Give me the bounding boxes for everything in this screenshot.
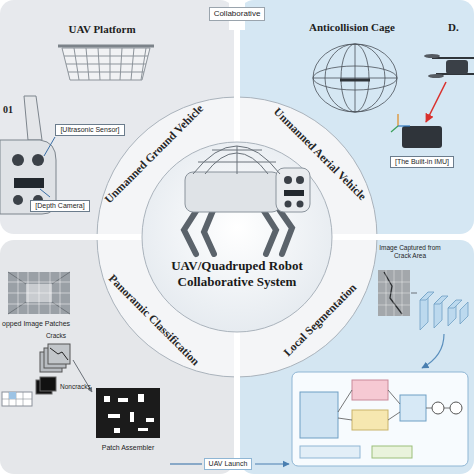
drone-figure <box>424 54 474 122</box>
robot-figure <box>184 146 310 254</box>
sensor-tag: [Ultrasonic Sensor] <box>55 124 124 137</box>
launch-line <box>170 463 202 464</box>
flow-arrow <box>422 334 444 368</box>
sensor-tag: [Depth Camera] <box>30 200 89 213</box>
crack-image <box>378 270 417 316</box>
robot-head-figure <box>0 96 56 214</box>
node-text: UAV/Quadruped Robot Collaborative System <box>162 258 312 289</box>
panel-title: Anticollision Cage <box>309 21 395 34</box>
launch-box: UAV Launch <box>204 458 253 471</box>
launch-arrow <box>255 463 289 464</box>
cage-figure <box>313 44 397 112</box>
network-panel <box>292 372 468 466</box>
node-text: UAV Launch <box>209 460 248 469</box>
panel-title: D. <box>448 21 459 34</box>
node-text: Collaborative <box>214 9 261 19</box>
imu-figure <box>391 114 442 148</box>
sensor-tag: [The Built-in IMU] <box>390 156 454 169</box>
model-name: 01 <box>3 104 13 116</box>
figure-label: Noncracks <box>60 383 91 391</box>
node-text: [The Built-in IMU] <box>395 158 449 167</box>
panel-title: UAV Platform <box>68 23 135 36</box>
tunnel-image <box>8 272 70 314</box>
node-text: [Depth Camera] <box>35 202 84 211</box>
center-circle <box>142 142 332 332</box>
basket-figure <box>58 46 154 80</box>
patch-icons <box>2 344 92 406</box>
figure-label: Cracks <box>46 332 66 340</box>
figure-label: Image Captured from Crack Area <box>379 244 441 260</box>
center-circle: UAV/Quadruped Robot Collaborative System <box>142 142 332 332</box>
figure-label: opped Image Patches <box>2 320 70 328</box>
assembled-image <box>96 388 160 438</box>
collab-box: Collaborative <box>209 7 266 21</box>
figure-label: Patch Assembler <box>102 444 155 452</box>
network-blocks <box>420 292 468 330</box>
node-text: [Ultrasonic Sensor] <box>60 126 119 135</box>
